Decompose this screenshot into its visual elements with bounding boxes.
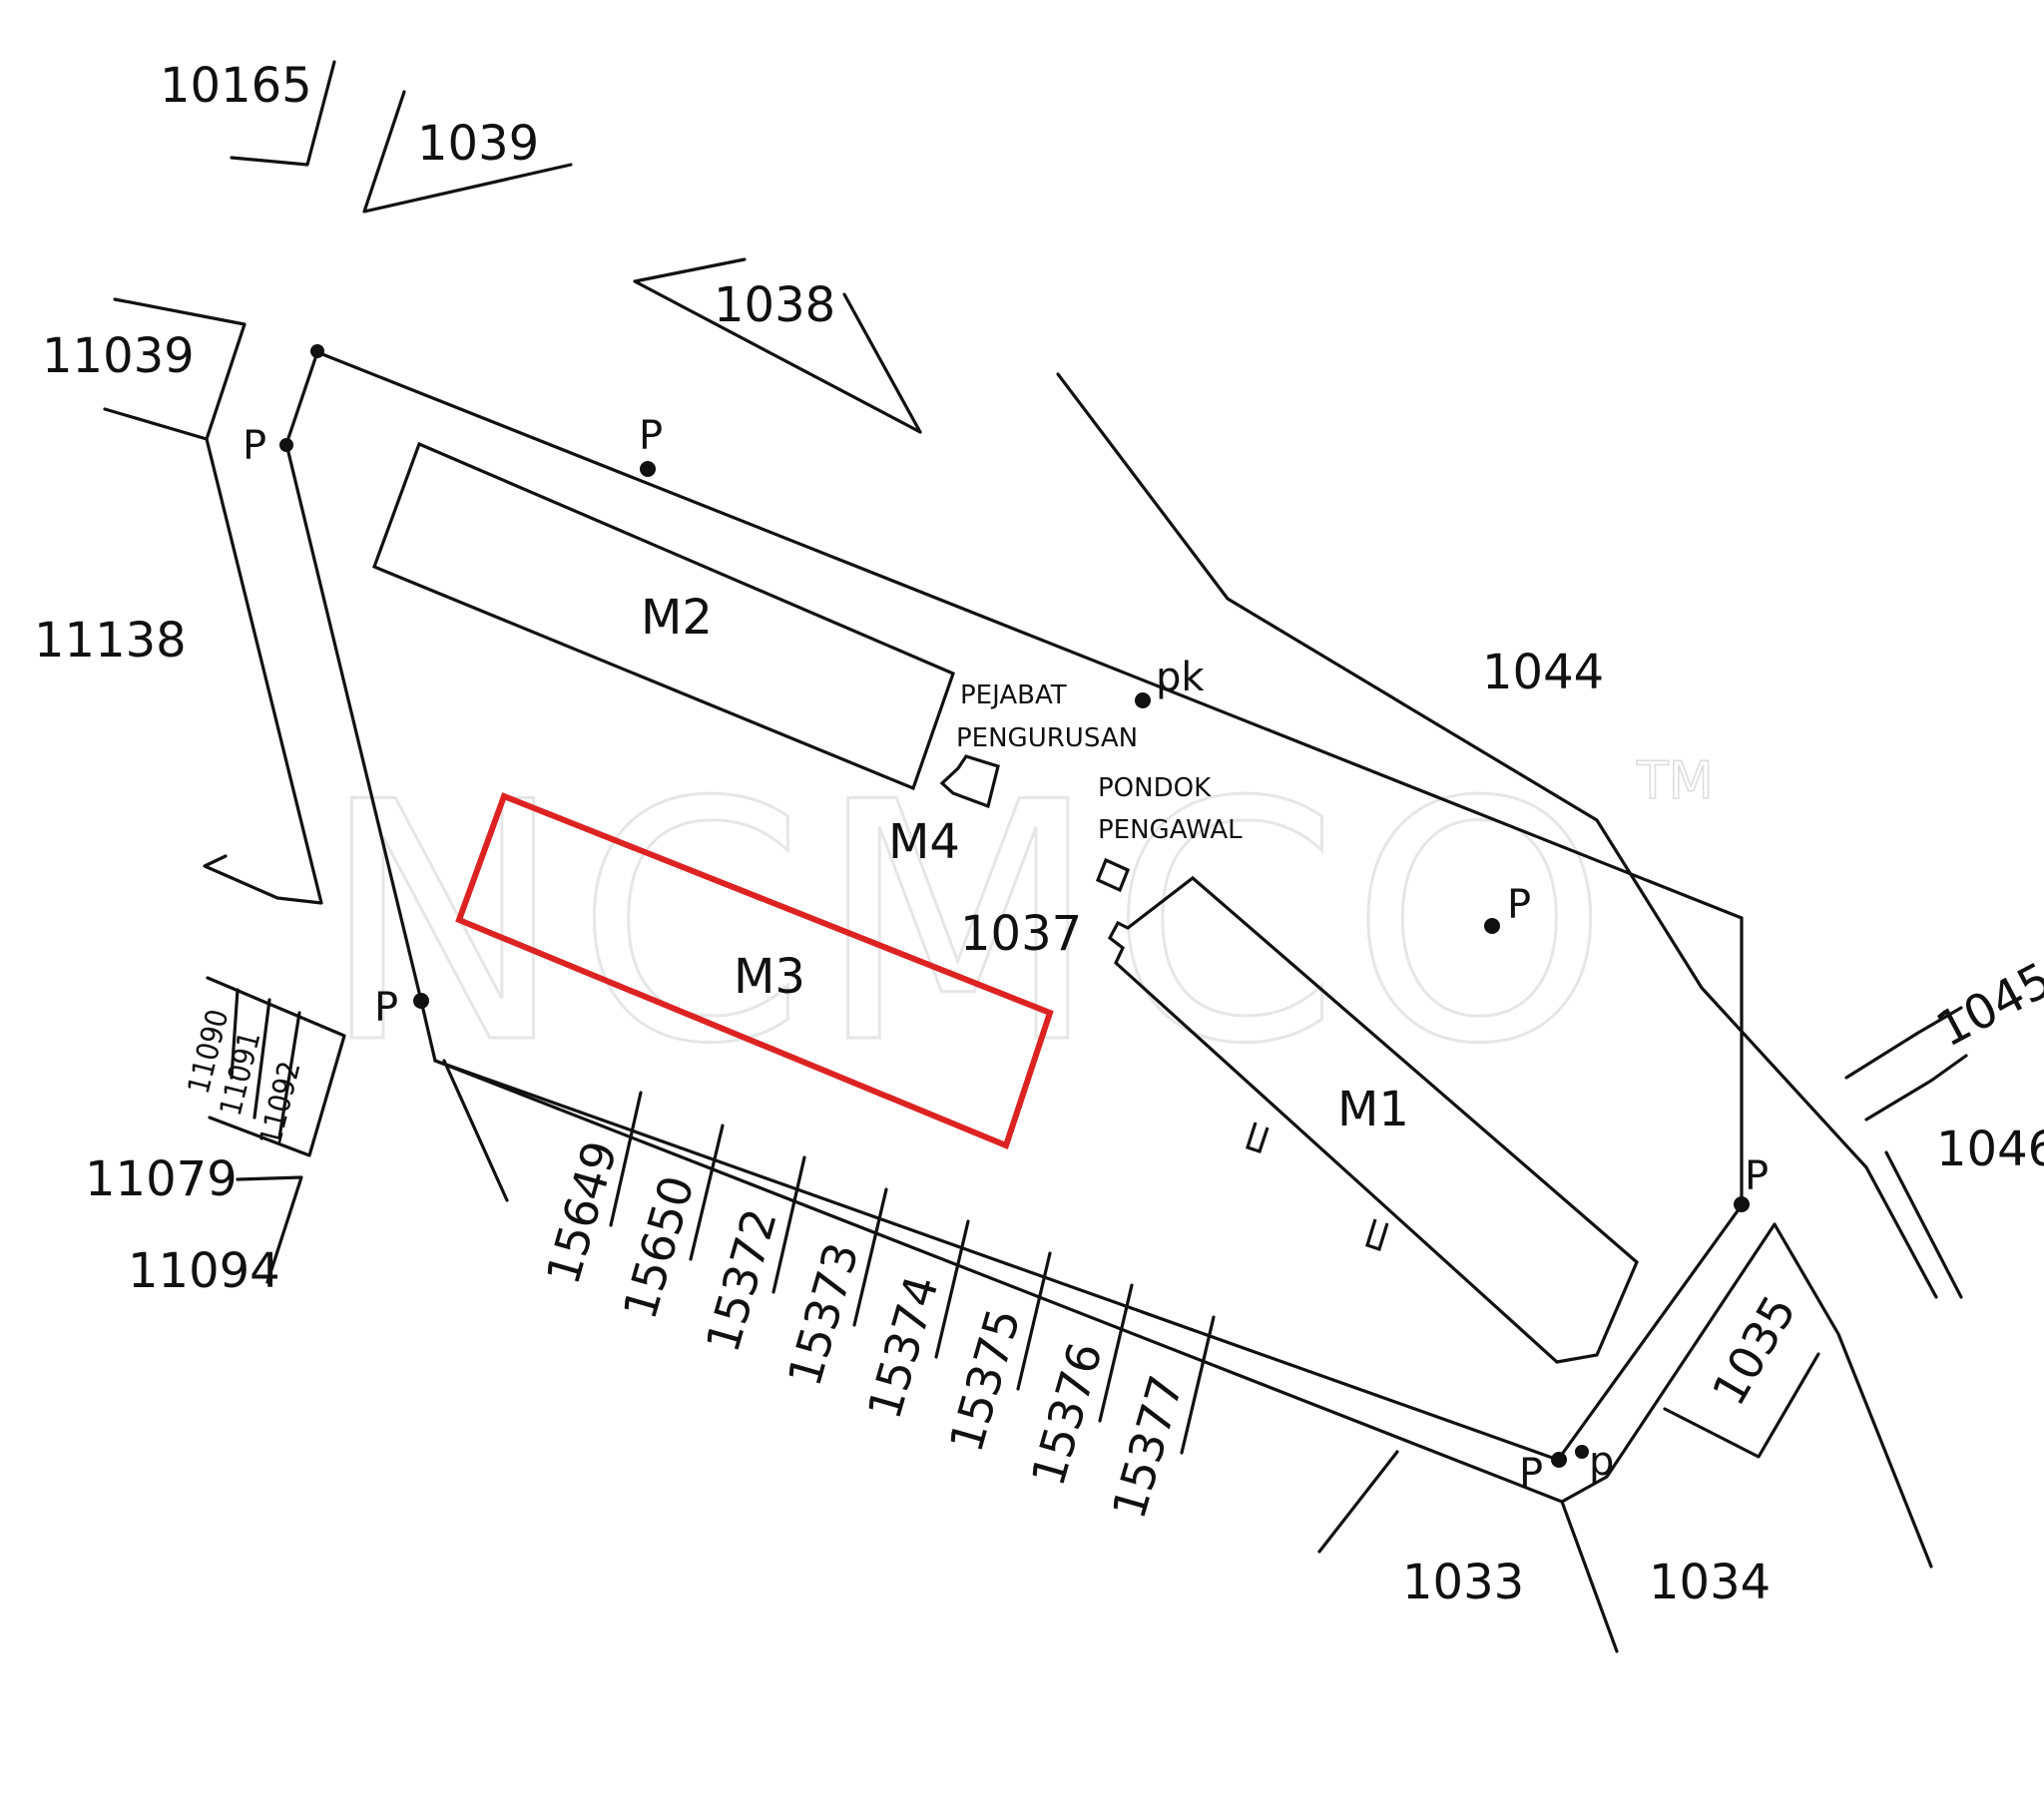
western-boundary [203,437,323,905]
note-pengurusan: PENGURUSAN [956,723,1138,753]
lot-corner-1039 [362,90,573,214]
lot-label-1039: 1039 [417,116,539,172]
lot-1046-edge [1884,1150,1963,1299]
marker-p-s1: P [1519,1451,1543,1497]
lot-1033-1034-edge [1560,1500,1619,1653]
lot-1033-edge [1317,1450,1399,1554]
southern-road-edge [433,1059,1777,1504]
lot-label-10165: 10165 [160,58,312,114]
marker-p-w1: P [243,423,266,469]
marker-dot-s2 [1575,1445,1589,1459]
lots-1109x-div2 [253,998,271,1120]
lot-divider-7 [1098,1283,1134,1423]
lot-label-1033: 1033 [1402,1555,1524,1610]
lot-divider-3 [771,1155,806,1294]
building-m3-highlight [455,792,1054,1150]
building-label-m4: M4 [888,814,960,870]
lots-1109x-div1 [230,988,240,1080]
marker-p-n1: P [639,413,663,459]
note-pejabat: PEJABAT [960,680,1067,710]
boundary-markers: P P pk P P P P p [243,344,1769,1497]
lot-label-1034: 1034 [1649,1555,1771,1610]
watermark: NCMCO TM [318,731,1715,1118]
eastern-road-west-edge [1056,372,1938,1299]
lot-11094-line [236,1175,303,1284]
lot-corner-1038 [633,257,922,434]
lot-divider-1 [609,1091,643,1227]
building-m1-outline [1107,875,1639,1364]
marker-dot-e2 [1734,1196,1750,1212]
site-north-edge [315,350,1744,920]
building-label-m2: M2 [641,590,713,646]
marker-dot-pk [1135,692,1151,708]
building-labels: M2 M1 M3 M4 [641,590,1409,1137]
lots-1109x-box [206,976,346,1157]
lot-label-15377: 15377 [1102,1369,1194,1525]
eastern-road-east-edge [1773,1222,1933,1569]
lot-1035-box [1663,1352,1820,1459]
lot-corner-1038b [842,292,922,434]
site-east-south-edge [433,916,1744,1462]
lot-label-11094: 11094 [128,1243,280,1299]
building-m2-outline [371,441,956,791]
lot-label-11079: 11079 [85,1151,238,1207]
marker-p-e2: P [1745,1153,1769,1199]
building-m1-notch-a [1245,1122,1270,1154]
lot-1045-line-b [1864,1054,1968,1122]
marker-dot-sw [413,993,429,1009]
lot-label-15374: 15374 [857,1269,949,1425]
lot-label-1046: 1046 [1936,1122,2044,1177]
site-sw-corner [419,999,437,1063]
lot-label-1035: 1035 [1702,1286,1806,1414]
building-m4-outline [939,754,1000,809]
lot-label-15372: 15372 [696,1202,787,1358]
lot-divider-8 [1180,1315,1216,1455]
marker-dot-nw [310,344,324,358]
marker-p-sw: P [374,985,398,1031]
watermark-trademark: TM [1636,751,1714,811]
lot-corner-10165 [230,60,336,167]
building-m1-notch-b [1365,1218,1389,1252]
marker-dot-w1 [279,438,293,452]
marker-dot-s1 [1551,1452,1567,1468]
marker-pk: pk [1156,655,1205,700]
building-label-m3: M3 [734,949,805,1005]
marker-dot-e1 [1484,918,1500,934]
lot-divider-5 [934,1219,970,1359]
lot-corner-11039 [103,297,247,441]
marker-dot-n1 [640,461,656,477]
lot-label-1038: 1038 [714,277,835,333]
lot-divider-4 [852,1187,888,1327]
lot-label-11138: 11138 [34,613,187,669]
lots-1109x-div3 [277,1011,301,1139]
lot-label-1037: 1037 [960,906,1082,962]
lot-label-15376: 15376 [1021,1336,1113,1492]
marker-p-s2: p [1589,1439,1614,1485]
lot-1045-line-a [1844,1006,1963,1080]
lot-label-1045: 1045 [1927,952,2044,1059]
road-west-stub [442,1059,509,1202]
note-pengawal: PENGAWAL [1098,815,1243,845]
lot-label-11039: 11039 [42,328,195,384]
building-label-m1: M1 [1337,1082,1409,1137]
lot-label-1044: 1044 [1482,645,1604,700]
facility-notes: PEJABAT PENGURUSAN PONDOK PENGAWAL [956,680,1243,845]
lot-divider-2 [689,1124,725,1261]
guard-post-outline [1095,857,1131,893]
marker-p-e1: P [1507,882,1531,928]
buildings [371,441,1639,1364]
lot-label-15650: 15650 [613,1169,705,1325]
lot-label-15375: 15375 [939,1302,1031,1458]
note-pondok: PONDOK [1098,773,1212,803]
lot-divider-6 [1016,1251,1052,1391]
